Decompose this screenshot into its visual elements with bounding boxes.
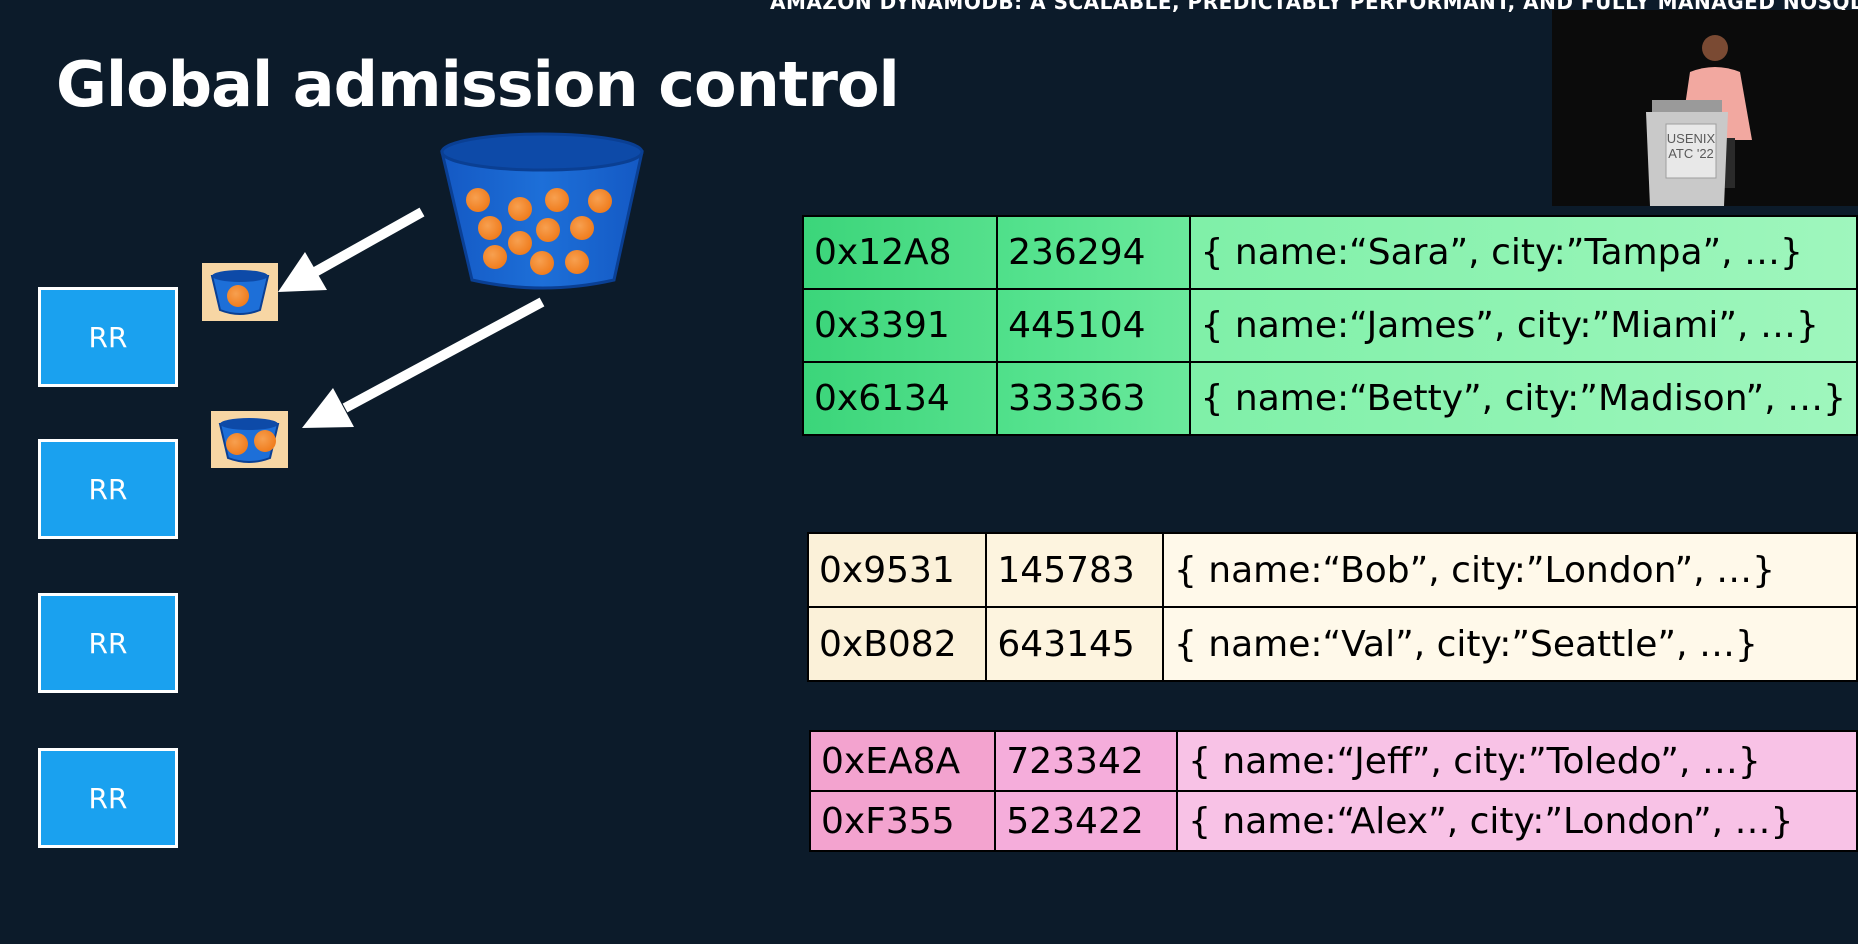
request-router-label: RR [88,320,128,354]
local-token-bucket-icon [211,411,288,468]
table-row: 0x9531 145783 { name:“Bob”, city:”London… [806,532,1858,608]
table-row: 0xF355 523422 { name:“Alex”, city:”Londo… [808,790,1858,852]
slide-title: Global admission control [56,48,900,121]
request-router-box: RR [38,748,178,848]
item-attributes-cell: { name:“Sara”, city:”Tampa”, …} [1188,215,1858,290]
sort-value-cell: 643145 [985,606,1164,682]
sort-value-cell: 445104 [996,288,1191,363]
arrow-icon [302,297,545,428]
table-row: 0x6134 333363 { name:“Betty”, city:”Madi… [801,361,1858,436]
request-router-box: RR [38,439,178,539]
item-attributes-cell: { name:“Bob”, city:”London”, …} [1161,532,1858,608]
item-attributes-cell: { name:“Jeff”, city:”Toledo”, …} [1176,730,1858,792]
partition-table-green: 0x12A8 236294 { name:“Sara”, city:”Tampa… [801,215,1858,436]
podium-logo-line1: USENIX [1667,131,1716,146]
table-row: 0x3391 445104 { name:“James”, city:”Miam… [801,288,1858,363]
local-token-bucket-icon [202,263,278,321]
podium-logo-line2: ATC '22 [1668,146,1714,161]
table-row: 0xEA8A 723342 { name:“Jeff”, city:”Toled… [808,730,1858,792]
table-row: 0xB082 643145 { name:“Val”, city:”Seattl… [806,606,1858,682]
partition-key-cell: 0x12A8 [801,215,999,290]
speaker-video-frame: USENIX ATC '22 [1552,10,1858,206]
partition-key-cell: 0x6134 [801,361,999,436]
request-router-label: RR [88,781,128,815]
item-attributes-cell: { name:“Alex”, city:”London”, …} [1176,790,1858,852]
speaker-video: USENIX ATC '22 [1552,10,1858,206]
request-router-box: RR [38,287,178,387]
sort-value-cell: 145783 [985,532,1164,608]
arrow-icon [278,207,425,292]
partition-key-cell: 0xB082 [806,606,988,682]
request-router-label: RR [88,472,128,506]
request-router-label: RR [88,626,128,660]
item-attributes-cell: { name:“Val”, city:”Seattle”, …} [1161,606,1858,682]
partition-table-cream: 0x9531 145783 { name:“Bob”, city:”London… [806,532,1858,682]
partition-key-cell: 0x3391 [801,288,999,363]
partition-key-cell: 0xF355 [808,790,997,852]
partition-key-cell: 0xEA8A [808,730,997,792]
sort-value-cell: 723342 [994,730,1179,792]
table-row: 0x12A8 236294 { name:“Sara”, city:”Tampa… [801,215,1858,290]
item-attributes-cell: { name:“James”, city:”Miami”, …} [1188,288,1858,363]
token-icon [466,188,612,275]
global-token-bucket-icon [440,132,644,290]
partition-table-pink: 0xEA8A 723342 { name:“Jeff”, city:”Toled… [808,730,1858,852]
podium: USENIX ATC '22 [1646,100,1728,206]
partition-key-cell: 0x9531 [806,532,988,608]
sort-value-cell: 236294 [996,215,1191,290]
sort-value-cell: 333363 [996,361,1191,436]
sort-value-cell: 523422 [994,790,1179,852]
request-router-box: RR [38,593,178,693]
item-attributes-cell: { name:“Betty”, city:”Madison”, …} [1188,361,1858,436]
